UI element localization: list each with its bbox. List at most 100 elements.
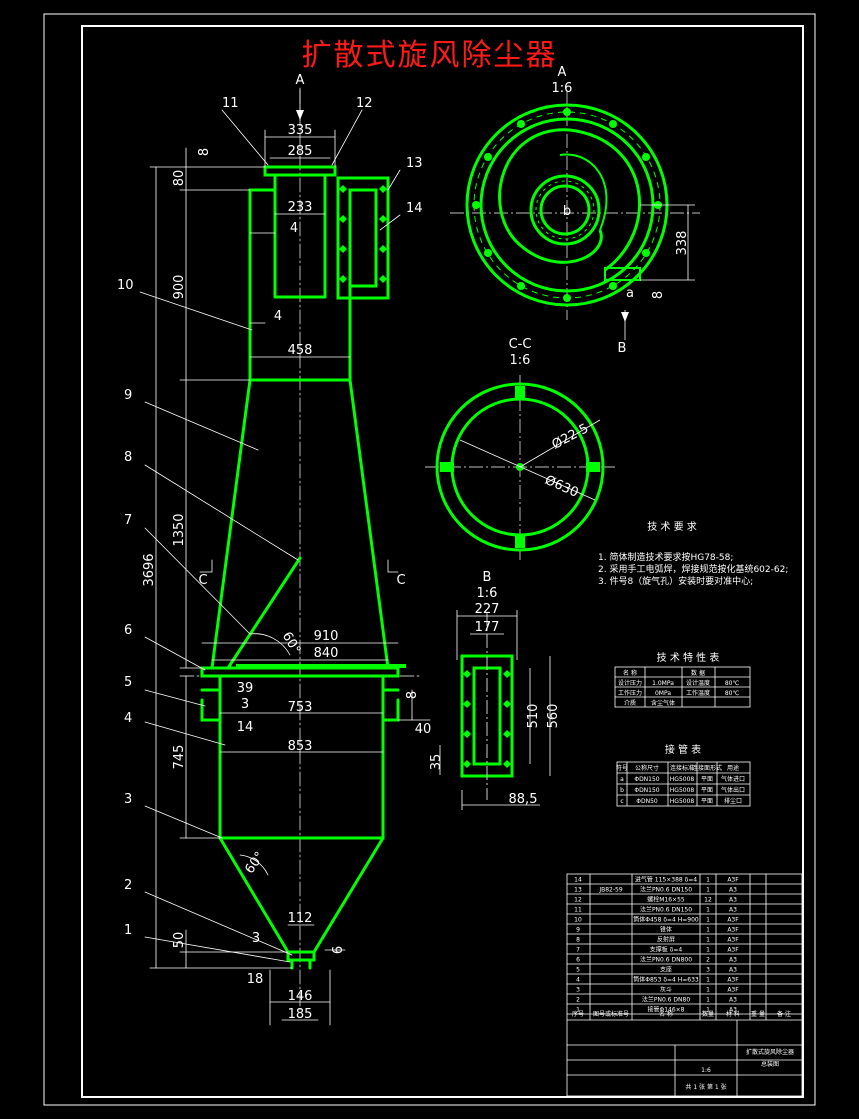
tech-char-table: 技 术 特 性 表 名 称 数 据 设计压力 1.0MPa 设计温度 80℃ 工… <box>614 651 751 708</box>
parts-header-wt: 重 量 <box>751 1010 765 1018</box>
tech-note-3: 3. 件号8（旋气孔）安装时要对准中心; <box>598 575 753 587</box>
nozzle-c1: ΦDN50 <box>636 798 658 805</box>
callout-2: 2 <box>124 878 132 893</box>
parts-cell: 10 <box>574 917 582 924</box>
parts-cell: 6 <box>576 957 580 964</box>
tech-char-r2c0: 工作压力 <box>618 689 642 697</box>
tech-char-r0c2: 数 据 <box>691 669 705 677</box>
parts-cell: 螺栓M16×55 <box>647 896 685 904</box>
parts-cell: 法兰PN0.6 DN800 <box>640 956 692 964</box>
parts-cell: A3F <box>727 927 739 934</box>
parts-cell: A3 <box>729 1007 737 1014</box>
parts-cell: 灰斗 <box>660 986 672 994</box>
tech-char-r1c3: 80℃ <box>725 680 740 687</box>
cut-label-left: C <box>198 573 207 588</box>
dim-6: 6 <box>331 946 346 954</box>
tech-char-r1c1: 1.0MPa <box>652 680 674 687</box>
nozzle-a1: ΦDN150 <box>634 776 659 783</box>
nozzle-b0: b <box>620 787 624 794</box>
dim-233: 233 <box>288 200 313 215</box>
parts-header-std: 图号或标准号 <box>593 1010 629 1018</box>
callout-6: 6 <box>124 623 132 638</box>
nozzle-h3: 连接面形式 <box>692 764 722 772</box>
dim-8-side: 8 <box>405 691 420 699</box>
parts-cell: A3 <box>729 967 737 974</box>
nozzle-a3: 平面 <box>701 776 713 783</box>
parts-cell: 12 <box>574 897 582 904</box>
parts-cell: A3F <box>727 937 739 944</box>
parts-cell: 进气管 115×388 δ=4 <box>635 876 697 884</box>
nozzle-a2: HG5008 <box>670 776 695 783</box>
parts-cell: 接管Φ146×8 <box>647 1006 684 1014</box>
nozzle-a0: a <box>620 776 624 783</box>
dim-8-top: 8 <box>197 148 212 156</box>
parts-cell: A3 <box>729 887 737 894</box>
callout-11: 11 <box>222 96 239 111</box>
parts-cell: 1 <box>706 887 710 894</box>
tech-char-r2c3: 80℃ <box>725 690 740 697</box>
parts-cell: A3 <box>729 907 737 914</box>
dim-840: 840 <box>314 646 339 661</box>
parts-cell: 2 <box>576 997 580 1004</box>
main-view: 335 285 233 4 4 458 910 840 39 3 753 14 … <box>117 73 629 1026</box>
parts-cell: 13 <box>574 887 582 894</box>
parts-cell: 3 <box>706 967 710 974</box>
section-a-mark-a: a <box>626 286 634 301</box>
dim-50: 50 <box>172 932 187 949</box>
dim-80: 80 <box>172 170 187 187</box>
view-arrow-b: B <box>618 341 627 356</box>
nozzle-heading: 接 管 表 <box>665 743 701 756</box>
dim-112: 112 <box>288 911 313 926</box>
callout-12: 12 <box>356 96 373 111</box>
dim-185: 185 <box>288 1007 313 1022</box>
parts-cell: 9 <box>576 927 580 934</box>
parts-header-note: 备 注 <box>777 1010 791 1018</box>
section-a-dim-8: 8 <box>651 291 666 299</box>
nozzle-h4: 用途 <box>727 764 739 772</box>
dim-4a: 4 <box>290 221 298 236</box>
parts-cell: 反射屏 <box>657 936 675 944</box>
tech-char-r2c2: 工作温度 <box>686 689 710 697</box>
dim-1350: 1350 <box>172 513 187 546</box>
section-cc-view: C-C 1:6 Ø22 5 Ø630 <box>425 337 615 560</box>
dim-146: 146 <box>288 989 313 1004</box>
dim-3696: 3696 <box>142 553 157 586</box>
parts-cell: A3 <box>729 897 737 904</box>
dim-18: 18 <box>247 972 264 987</box>
dim-745: 745 <box>172 745 187 770</box>
parts-cell: 1 <box>706 997 710 1004</box>
tech-char-r1c2: 设计温度 <box>686 679 710 687</box>
nozzle-c4: 排尘口 <box>724 797 742 805</box>
dim-853: 853 <box>288 739 313 754</box>
parts-cell: 1 <box>706 917 710 924</box>
callout-3: 3 <box>124 792 132 807</box>
section-a-label: A <box>558 65 567 80</box>
section-b-dim-560: 560 <box>546 704 561 729</box>
parts-header-qty: 数量 <box>702 1010 714 1018</box>
parts-cell: A3F <box>727 917 739 924</box>
title-block-scale: 1:6 <box>701 1067 711 1074</box>
dim-335: 335 <box>288 123 313 138</box>
tech-char-heading: 技 术 特 性 表 <box>657 651 720 664</box>
parts-cell: 3 <box>576 987 580 994</box>
inner-frame <box>81 25 804 1098</box>
dim-900: 900 <box>172 275 187 300</box>
parts-cell: A3F <box>727 977 739 984</box>
parts-cell: 法兰PN0.6 DN150 <box>640 886 692 894</box>
parts-cell: 1 <box>706 977 710 984</box>
callout-7: 7 <box>124 513 132 528</box>
parts-cell: 1 <box>706 907 710 914</box>
nozzle-c0: c <box>620 798 623 805</box>
title-block-name: 扩散式旋风除尘器 <box>746 1048 794 1056</box>
parts-cell: 法兰PN0.6 DN150 <box>640 906 692 914</box>
nozzle-h0: 符号 <box>616 764 628 772</box>
parts-cell: 锥体 <box>660 926 672 934</box>
angle-60-lower: 60° <box>242 849 268 876</box>
parts-cell: A3 <box>729 997 737 1004</box>
tech-char-r2c1: 0MPa <box>655 690 671 697</box>
dim-753: 753 <box>288 700 313 715</box>
dim-39: 39 <box>237 681 254 696</box>
outer-frame <box>43 13 816 1106</box>
section-a-scale: 1:6 <box>552 81 573 96</box>
